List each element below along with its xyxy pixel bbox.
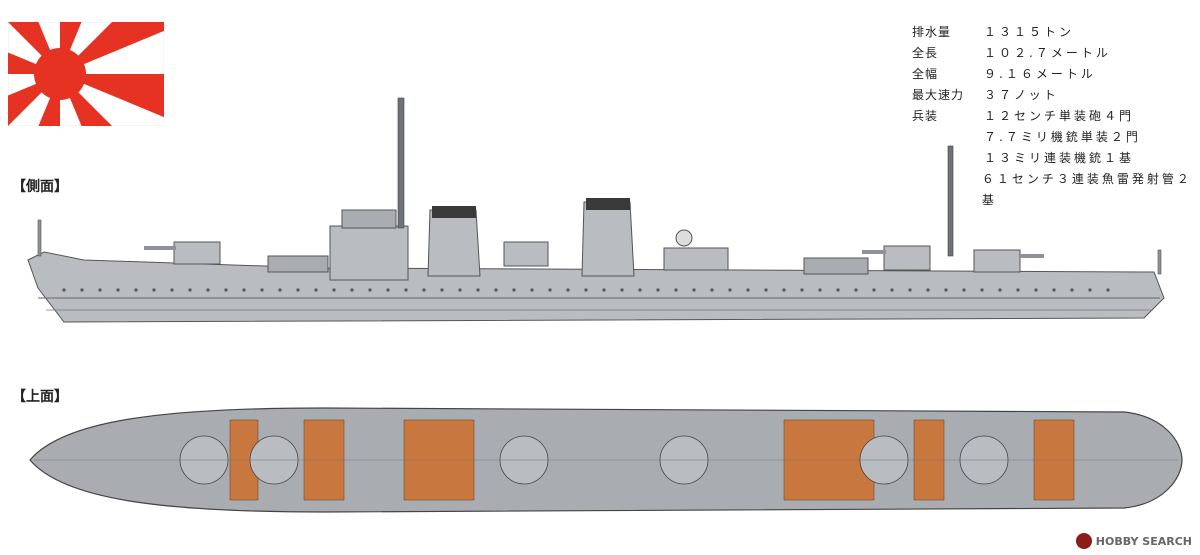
porthole: [566, 288, 570, 292]
spec-label: 最大速力: [912, 88, 965, 102]
flag-ray: [60, 22, 164, 74]
porthole: [854, 288, 858, 292]
watermark: HOBBY SEARCH: [1075, 533, 1192, 549]
spec-value: ７.７ミリ機銃単装２門: [984, 130, 1141, 144]
watermark-text: HOBBY SEARCH: [1095, 534, 1192, 548]
porthole: [458, 288, 462, 292]
porthole: [296, 288, 300, 292]
porthole: [350, 288, 354, 292]
porthole: [926, 288, 930, 292]
porthole: [278, 288, 282, 292]
porthole: [818, 288, 822, 292]
porthole: [890, 288, 894, 292]
porthole: [116, 288, 120, 292]
porthole: [1052, 288, 1056, 292]
porthole: [710, 288, 714, 292]
porthole: [368, 288, 372, 292]
porthole: [224, 288, 228, 292]
porthole: [314, 288, 318, 292]
spec-row: 最大速力 ３７ノット: [912, 85, 1200, 106]
spec-value: １３ミリ連装機銃１基: [984, 151, 1135, 165]
porthole: [206, 288, 210, 292]
hobby-search-logo-icon: [1075, 533, 1092, 549]
porthole: [62, 288, 66, 292]
spec-value: ３７ノット: [984, 88, 1059, 102]
spec-row: 兵装 １２センチ単装砲４門: [912, 106, 1200, 127]
porthole: [1088, 288, 1092, 292]
porthole: [134, 288, 138, 292]
porthole: [1106, 288, 1110, 292]
porthole: [872, 288, 876, 292]
porthole: [260, 288, 264, 292]
porthole: [242, 288, 246, 292]
spec-label: 全幅: [912, 67, 939, 81]
spec-value: １２センチ単装砲４門: [984, 109, 1135, 123]
porthole: [332, 288, 336, 292]
porthole: [1016, 288, 1020, 292]
spec-value: １０２.７メートル: [984, 46, 1111, 60]
spec-row: 全長 １０２.７メートル: [912, 43, 1200, 64]
porthole: [98, 288, 102, 292]
porthole: [1070, 288, 1074, 292]
rising-sun-flag: [8, 22, 164, 126]
spec-value: １３１５トン: [984, 25, 1075, 39]
spec-value: ９.１６メートル: [984, 67, 1096, 81]
porthole: [800, 288, 804, 292]
porthole: [656, 288, 660, 292]
porthole: [674, 288, 678, 292]
porthole: [494, 288, 498, 292]
porthole: [638, 288, 642, 292]
porthole: [764, 288, 768, 292]
spec-label: 兵装: [912, 109, 939, 123]
porthole: [530, 288, 534, 292]
porthole: [422, 288, 426, 292]
porthole: [440, 288, 444, 292]
spec-row: ６１センチ３連装魚雷発射管２基: [912, 169, 1200, 211]
porthole: [944, 288, 948, 292]
porthole: [584, 288, 588, 292]
porthole: [548, 288, 552, 292]
spec-row: 全幅 ９.１６メートル: [912, 64, 1200, 85]
porthole: [602, 288, 606, 292]
porthole: [962, 288, 966, 292]
porthole: [80, 288, 84, 292]
porthole: [998, 288, 1002, 292]
porthole: [170, 288, 174, 292]
side-view-title: 【側面】: [12, 179, 68, 195]
porthole: [1034, 288, 1038, 292]
spec-value: ６１センチ３連装魚雷発射管２基: [981, 172, 1192, 207]
porthole: [746, 288, 750, 292]
spec-table: 排水量 １３１５トン全長 １０２.７メートル全幅 ９.１６メートル最大速力 ３７ノット兵…: [912, 22, 1200, 211]
porthole: [908, 288, 912, 292]
porthole: [836, 288, 840, 292]
ship-side-view: [27, 97, 1165, 323]
porthole: [512, 288, 516, 292]
spec-label: 全長: [912, 46, 939, 60]
top-view-title: 【上面】: [12, 389, 68, 405]
porthole: [476, 288, 480, 292]
porthole: [782, 288, 786, 292]
spec-row: 排水量 １３１５トン: [912, 22, 1200, 43]
spec-row: ７.７ミリ機銃単装２門: [912, 127, 1200, 148]
ship-top-view: [29, 407, 1183, 513]
porthole: [386, 288, 390, 292]
porthole: [980, 288, 984, 292]
spec-row: １３ミリ連装機銃１基: [912, 148, 1200, 169]
spec-label: 排水量: [912, 25, 952, 39]
porthole: [620, 288, 624, 292]
porthole: [404, 288, 408, 292]
flag-ray: [60, 74, 164, 118]
porthole: [728, 288, 732, 292]
porthole: [692, 288, 696, 292]
porthole: [152, 288, 156, 292]
porthole: [188, 288, 192, 292]
